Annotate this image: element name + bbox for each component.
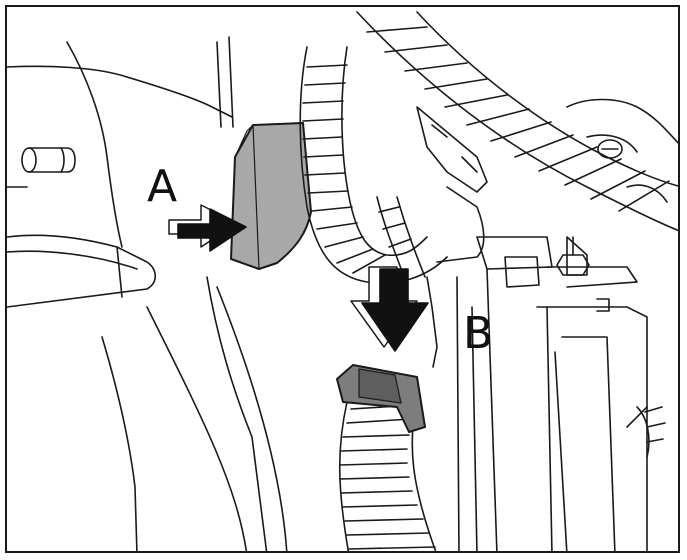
bolt-left [21,147,76,173]
component-housing-right [456,236,648,551]
diagram-frame: A B [5,5,680,553]
connector-right [636,406,666,458]
body-panel-left [7,41,288,551]
harness-clip [416,106,488,263]
harness-upper-right [356,11,678,232]
harness-loop [299,46,448,285]
bolt-right [556,236,590,276]
callout-label-a: A [147,161,178,212]
engine-bay-illustration [7,11,678,551]
hose-collar [336,364,426,433]
callout-label-b: B [463,308,494,359]
arrow-right-icon [168,204,247,252]
panel-edge-center [206,36,268,551]
upper-right-machinery [566,98,678,203]
bracket-part [230,122,312,270]
arrow-down-icon [350,266,429,352]
